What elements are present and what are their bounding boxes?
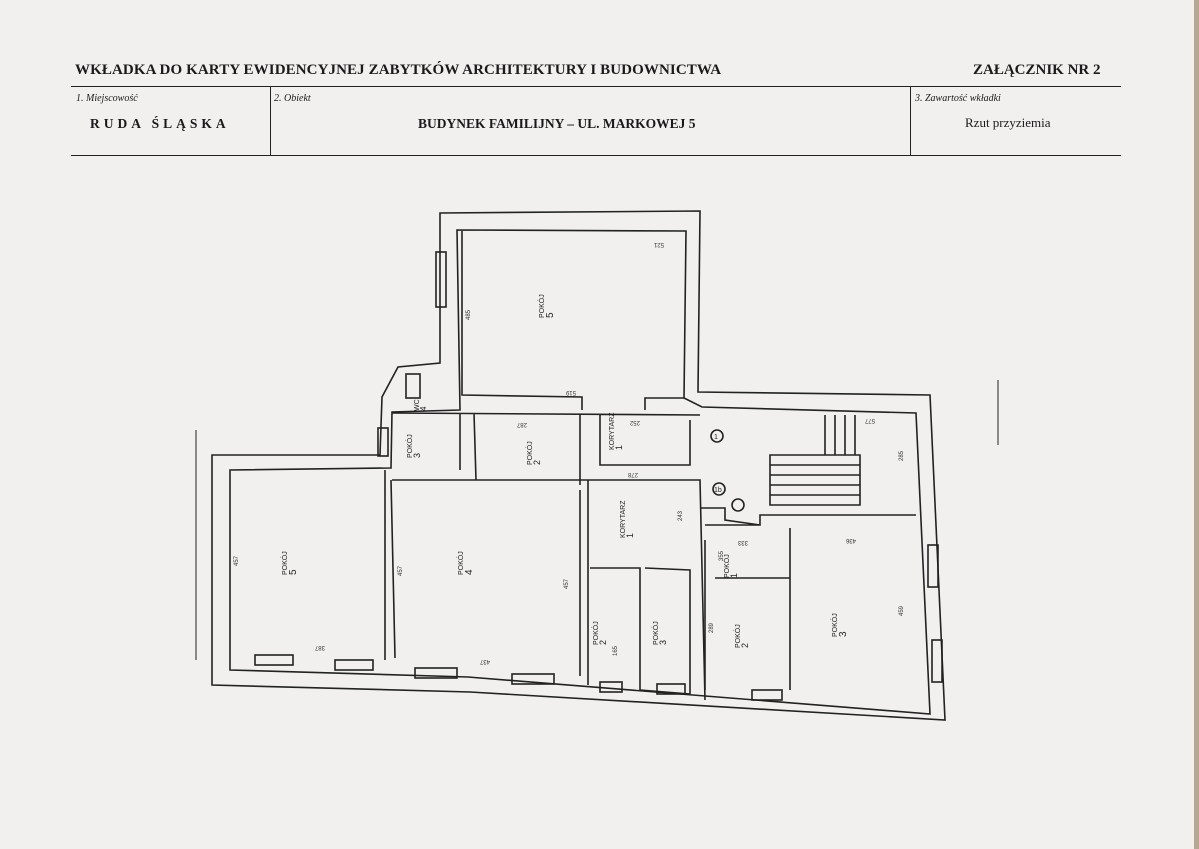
room-num-2-right: 2 — [740, 643, 750, 648]
plan-wall-mid — [392, 479, 706, 701]
plan-window-12 — [405, 373, 421, 399]
plan-window-8 — [435, 251, 447, 308]
room-name-corridor-b: KORYTARZ — [620, 500, 627, 538]
place-label: 1. Miejscowość — [76, 93, 138, 104]
room-label-corridor-b: 1 KORYTARZ — [620, 500, 635, 538]
room-label-2-small: 2 POKÓJ — [525, 441, 542, 465]
room-label-wc: 4 WC — [414, 399, 428, 411]
header-rule-top — [71, 86, 1121, 87]
room-num-5: 5 — [288, 569, 299, 575]
dim-10: 252 — [629, 419, 640, 425]
field-divider-1 — [270, 87, 271, 155]
dim-6: 457 — [564, 578, 570, 589]
dim-14: 285 — [899, 450, 905, 461]
room-name-corridor-a: KORYTARZ — [609, 412, 616, 450]
room-name-2-small: POKÓJ — [525, 441, 534, 465]
plan-marker-1 — [710, 429, 724, 443]
room-label-3-right: 3 POKÓJ — [830, 613, 849, 637]
room-label-1-right: 1 POKÓJ — [722, 554, 739, 578]
plan-window-10 — [931, 639, 943, 683]
plan-window-5 — [599, 681, 623, 693]
room-name-4: POKÓJ — [456, 551, 465, 575]
sheet-edge — [1194, 0, 1199, 849]
dim-13: 577 — [864, 417, 875, 423]
dim-7: 387 — [314, 644, 325, 650]
place-value: RUDA ŚLĄSKA — [90, 116, 230, 131]
dim-18: 289 — [709, 622, 715, 633]
plan-stairs — [769, 415, 861, 506]
room-label-2-bath: 2 POKÓJ — [591, 621, 608, 645]
annex-number: ZAŁĄCZNIK NR 2 — [973, 62, 1101, 78]
room-name-3-right: POKÓJ — [830, 613, 839, 637]
room-label-corridor-a: 1 KORYTARZ — [609, 412, 624, 450]
plan-window-3 — [414, 667, 458, 679]
room-num-3-bath: 3 — [658, 640, 668, 645]
plan-window-4 — [511, 673, 555, 685]
dim-2: 485 — [466, 309, 472, 320]
room-num-wc: 4 — [419, 406, 428, 411]
object-value: BUDYNEK FAMILIJNY – UL. MARKOWEJ 5 — [418, 116, 696, 131]
header-rule-bottom — [71, 155, 1121, 156]
dim-3: 519 — [565, 389, 576, 395]
plan-window-1 — [254, 654, 294, 666]
content-value: Rzut przyziemia — [965, 115, 1051, 130]
room-name-5: POKÓJ — [280, 551, 289, 575]
room-num-corridor-b: 1 — [625, 533, 635, 538]
dim-16: 436 — [845, 537, 856, 543]
document-title: WKŁADKA DO KARTY EWIDENCYJNEJ ZABYTKÓW A… — [75, 62, 722, 78]
dim-5: 457 — [398, 565, 404, 576]
room-num-4: 4 — [464, 569, 475, 575]
room-num-top: 5 — [545, 312, 556, 318]
room-label-top: 5 POKÓJ — [537, 294, 556, 318]
marker-label-1: 1 — [714, 434, 718, 441]
room-name-3-small: POKÓJ — [405, 434, 414, 458]
room-num-2-small: 2 — [532, 460, 542, 465]
room-label-5: 5 POKÓJ — [280, 551, 299, 575]
room-name-wc: WC — [414, 399, 421, 411]
plan-marker-1b — [712, 482, 726, 496]
plan-window-7 — [751, 689, 783, 701]
dim-8: 437 — [479, 658, 490, 664]
room-name-1-right: POKÓJ — [722, 554, 731, 578]
plan-outer-wall — [211, 210, 946, 721]
room-num-2-bath: 2 — [598, 640, 608, 645]
content-label: 3. Zawartość wkładki — [915, 93, 1001, 104]
room-name-2-right: POKÓJ — [733, 624, 742, 648]
plan-wall-right — [700, 507, 916, 690]
room-num-1-right: 1 — [729, 573, 739, 578]
plan-window-11 — [377, 427, 389, 457]
plan-wall-corridor — [391, 412, 701, 485]
dim-11: 278 — [627, 471, 638, 477]
dim-19: 355 — [719, 550, 725, 561]
room-name-3-bath: POKÓJ — [651, 621, 660, 645]
field-divider-2 — [910, 87, 911, 155]
room-num-3-right: 3 — [838, 631, 849, 637]
dim-20: 165 — [613, 645, 619, 656]
dim-4: 457 — [234, 555, 240, 566]
marker-label-1b: 1b — [714, 487, 722, 494]
room-num-corridor-a: 1 — [614, 445, 624, 450]
dim-12: 243 — [678, 510, 684, 521]
plan-window-9 — [927, 544, 939, 588]
dim-15: 333 — [737, 539, 748, 545]
room-label-4: 4 POKÓJ — [456, 551, 475, 575]
room-label-3-bath: 3 POKÓJ — [651, 621, 668, 645]
object-label: 2. Obiekt — [274, 93, 311, 104]
plan-wall-small — [590, 567, 691, 695]
room-label-3-small: 3 POKÓJ — [405, 434, 422, 458]
plan-wall-top-room — [461, 231, 684, 410]
plan-wall-left — [384, 470, 396, 660]
dim-1: 521 — [653, 241, 664, 247]
room-label-2-right: 2 POKÓJ — [733, 624, 750, 648]
dim-9: 287 — [516, 421, 527, 427]
room-name-2-bath: POKÓJ — [591, 621, 600, 645]
room-num-3-small: 3 — [412, 453, 422, 458]
plan-marker-1c — [731, 498, 745, 512]
plan-window-6 — [656, 683, 686, 695]
dim-17: 459 — [899, 605, 905, 616]
room-name-top: POKÓJ — [537, 294, 546, 318]
plan-window-2 — [334, 659, 374, 671]
